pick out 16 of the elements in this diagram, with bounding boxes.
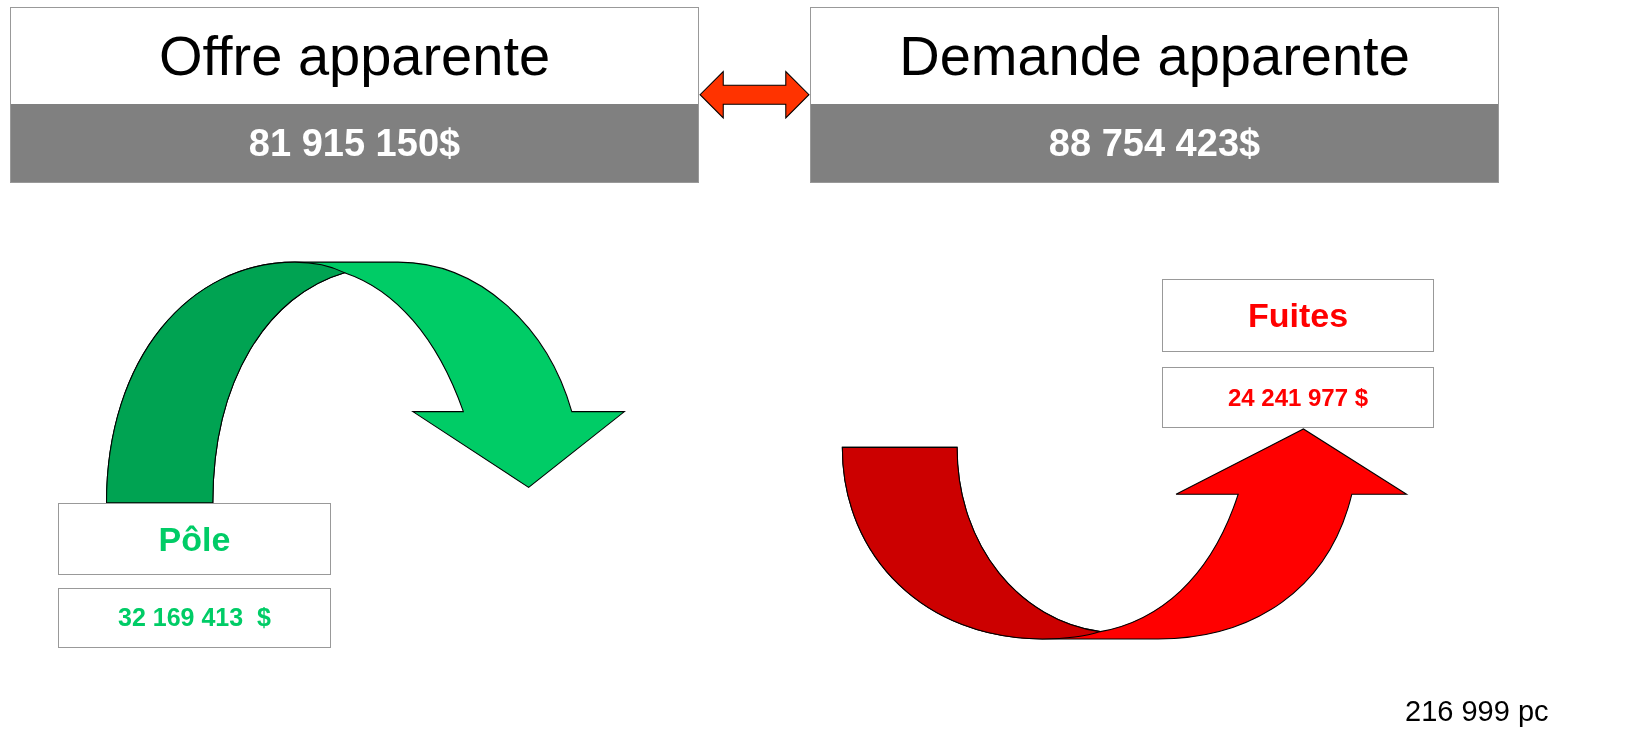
header-box [10,7,699,183]
label-box [58,503,331,575]
box-text: 32 169 413 $ [118,602,271,634]
value-bar: 81 915 150$ [11,104,698,182]
box-heading: Demande apparente [898,23,1411,89]
value-bar: 88 754 423$ [811,104,1498,182]
label-box [1162,279,1434,352]
box-text: Pôle [158,518,231,560]
box-heading: Offre apparente [157,23,552,89]
header-box [810,7,1499,183]
label-box [1162,367,1434,428]
note-text: 216 999 pc [1405,694,1549,729]
label-box [58,588,331,648]
box-text: Fuites [1247,295,1349,336]
double-arrow [699,70,810,120]
box-text: 24 241 977 $ [1227,382,1369,413]
